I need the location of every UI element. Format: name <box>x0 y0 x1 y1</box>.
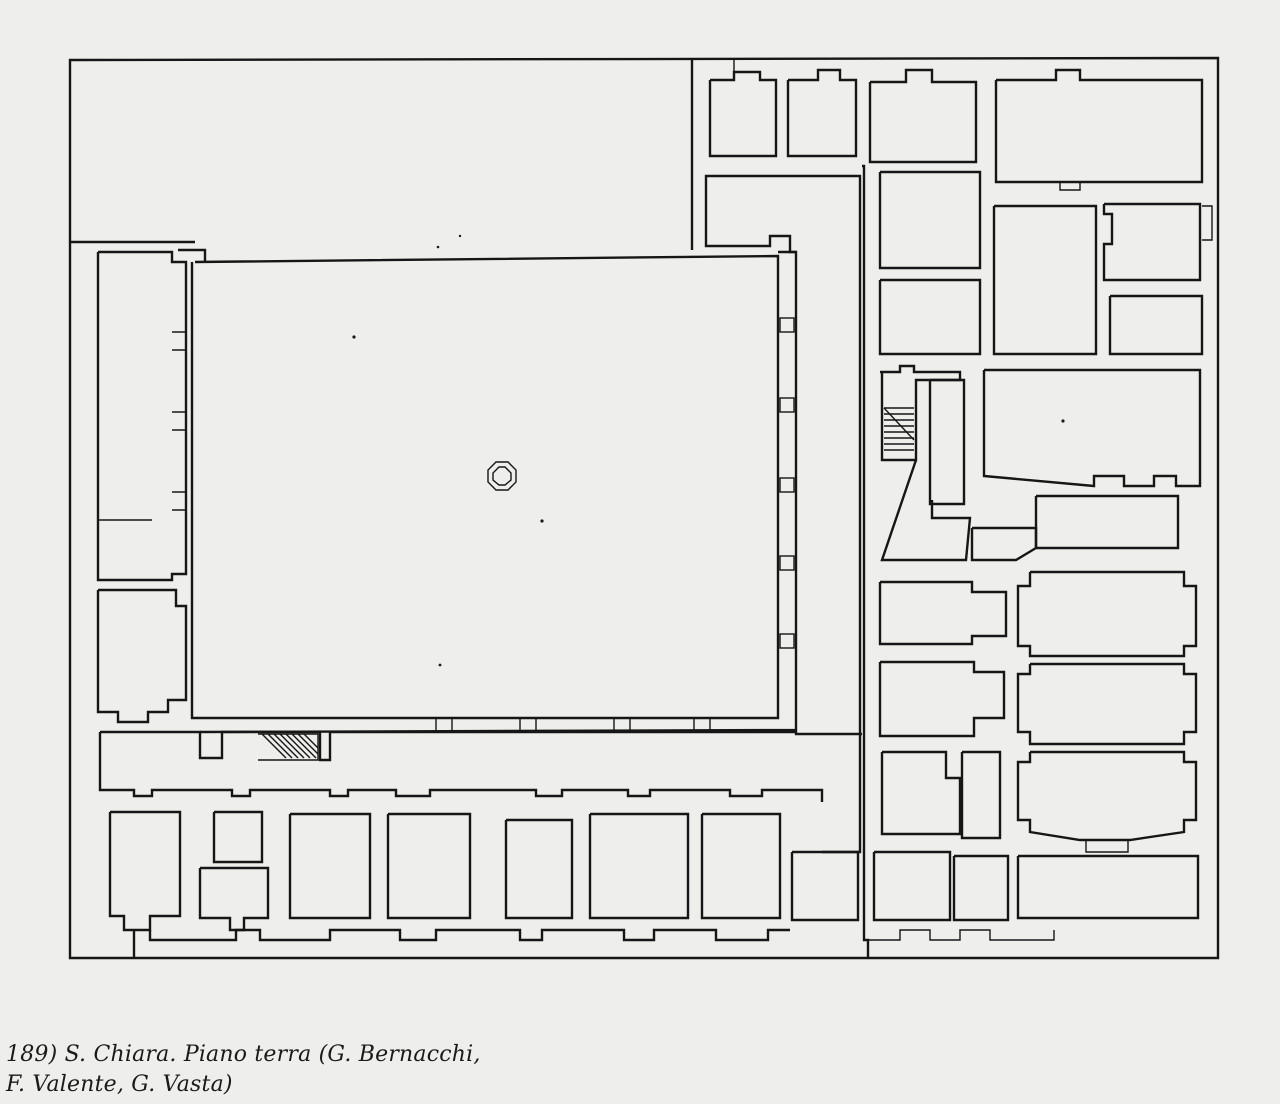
north-room-3 <box>868 68 978 164</box>
south-cell-6 <box>588 812 690 920</box>
north-room-door-step <box>1059 182 1081 191</box>
north-room-1 <box>708 70 778 158</box>
south-cell-5 <box>504 818 574 920</box>
scan-speck <box>436 245 440 249</box>
south-cell-2b <box>198 866 270 932</box>
north-room-4 <box>994 68 1204 184</box>
south-cell-4 <box>386 812 472 920</box>
south-corridor-outline <box>100 730 862 762</box>
caption-line-2: F. Valente, G. Vasta) <box>6 1072 233 1097</box>
south-cell-7 <box>700 812 782 920</box>
scan-speck <box>1061 419 1065 423</box>
north-room-2 <box>786 68 858 158</box>
cloister-east-portico <box>199 250 798 734</box>
central-corridor-west <box>704 174 862 854</box>
figure-caption: 189) S. Chiara. Piano terra (G. Bernacch… <box>6 1040 566 1100</box>
chapel-bay-3 <box>1016 750 1198 842</box>
east-room-g <box>878 660 1006 738</box>
scan-speck <box>352 335 356 339</box>
window-niche <box>172 331 187 351</box>
chapel-bay-1 <box>1016 570 1198 658</box>
scan-speck <box>458 234 462 238</box>
courtyard-well <box>487 461 517 491</box>
stair-hall-lower <box>880 459 972 562</box>
south-cell-1 <box>108 810 182 932</box>
narrow-room <box>928 378 966 506</box>
cloister-outer-portico <box>178 248 207 262</box>
east-room-d <box>1102 202 1202 282</box>
chapel-bay-2 <box>1016 662 1198 746</box>
small-passage-room <box>1034 494 1180 550</box>
east-room-h <box>880 750 962 836</box>
east-room-c <box>992 204 1098 356</box>
cloister-outline <box>190 254 780 720</box>
courtyard-well-inner <box>492 466 512 486</box>
pier <box>779 555 795 571</box>
east-room-i <box>960 750 1002 840</box>
stair-hall <box>880 364 962 462</box>
outer-boundary-wall <box>68 56 1220 960</box>
caption-line-1: 189) S. Chiara. Piano terra (G. Bernacch… <box>6 1042 481 1067</box>
window-niche <box>172 411 187 431</box>
east-room-f <box>878 580 1008 646</box>
stair-flight <box>258 733 319 761</box>
south-cell-3 <box>288 812 372 920</box>
east-room-e <box>1108 294 1204 356</box>
scan-speck <box>540 519 544 523</box>
pier <box>779 397 795 413</box>
stair-steps-east <box>883 407 915 451</box>
central-corridor-east <box>862 164 870 958</box>
se-lower-passage <box>868 929 1055 941</box>
east-room-b <box>878 278 982 356</box>
pier <box>435 717 453 733</box>
se-room-4 <box>1016 854 1200 920</box>
large-east-hall <box>982 368 1202 488</box>
passage-lobby <box>970 526 1038 562</box>
west-room-south <box>96 588 188 724</box>
pier <box>779 477 795 493</box>
pier <box>779 317 795 333</box>
east-room-a <box>878 170 982 270</box>
window-niche <box>172 491 187 511</box>
south-corridor-lower-edge <box>98 732 824 802</box>
scan-speck <box>438 663 442 667</box>
se-room-2 <box>872 850 952 922</box>
south-row-lower-passage <box>148 928 790 942</box>
se-room-3 <box>952 854 1010 922</box>
west-wing-outline <box>96 250 188 582</box>
stair-steps <box>261 733 319 759</box>
se-room-1 <box>790 850 860 922</box>
chapel-apse-steps <box>1085 840 1129 853</box>
pier <box>779 633 795 649</box>
east-window-niches <box>1202 205 1213 241</box>
south-cell-2a <box>212 810 264 864</box>
